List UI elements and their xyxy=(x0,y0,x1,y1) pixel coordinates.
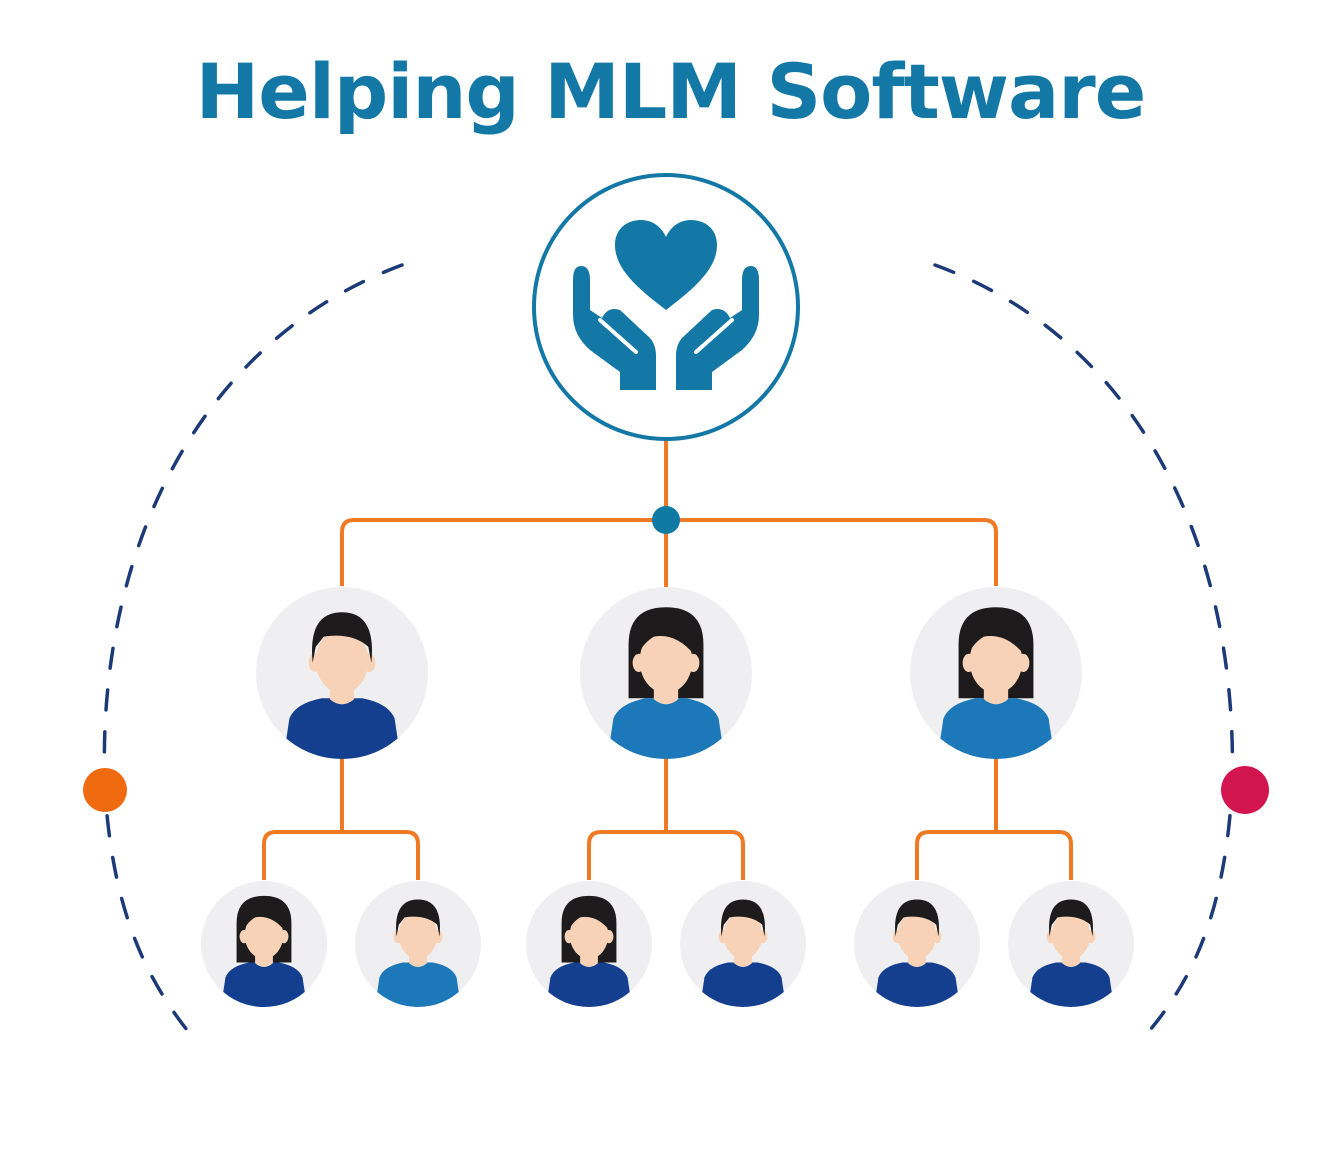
page-title: Helping MLM Software xyxy=(195,47,1147,136)
hair xyxy=(721,899,765,937)
junction-dot xyxy=(652,506,680,534)
branch-3-connector xyxy=(915,758,1073,880)
right-fingers-detail xyxy=(694,318,734,354)
face xyxy=(398,911,438,959)
left-fingers-detail xyxy=(598,318,638,354)
right-hand-shape xyxy=(676,266,759,390)
face xyxy=(244,911,284,959)
hair xyxy=(396,899,440,937)
hair xyxy=(312,612,372,663)
red-dot xyxy=(1221,766,1269,814)
branch-1-connector xyxy=(262,758,420,880)
downline-avatar-1-1 xyxy=(201,881,327,1007)
downline-avatar-1-2 xyxy=(355,881,481,1007)
shirt xyxy=(375,962,461,1007)
shirt xyxy=(874,962,960,1007)
left-hand-shape xyxy=(573,266,656,390)
downline-avatar-2-1 xyxy=(526,881,652,1007)
shirt xyxy=(937,698,1055,759)
member-avatar-1 xyxy=(256,587,428,759)
downline-avatar-3-2 xyxy=(1008,881,1134,1007)
left-dashed-arc xyxy=(102,263,404,1032)
branch-2-connector xyxy=(587,758,745,880)
heart-hands-icon xyxy=(573,220,759,390)
face xyxy=(897,911,937,959)
shirt xyxy=(607,698,725,759)
hair xyxy=(1049,899,1093,937)
member-avatar-3 xyxy=(910,587,1082,759)
face xyxy=(969,628,1023,694)
right-dashed-arc xyxy=(933,263,1235,1032)
hair xyxy=(895,899,939,937)
shirt xyxy=(700,962,786,1007)
orange-dot xyxy=(83,768,127,812)
shirt xyxy=(546,962,632,1007)
member-avatar-2 xyxy=(580,587,752,759)
member-avatars xyxy=(201,587,1134,1007)
face xyxy=(569,911,609,959)
downline-avatar-2-2 xyxy=(680,881,806,1007)
heart-shape xyxy=(615,220,717,310)
shirt xyxy=(221,962,307,1007)
shirt xyxy=(1028,962,1114,1007)
face xyxy=(1051,911,1091,959)
downline-avatar-3-1 xyxy=(854,881,980,1007)
root-node xyxy=(532,173,800,441)
face xyxy=(639,628,693,694)
face xyxy=(315,628,369,694)
shirt xyxy=(283,698,401,759)
face xyxy=(723,911,763,959)
